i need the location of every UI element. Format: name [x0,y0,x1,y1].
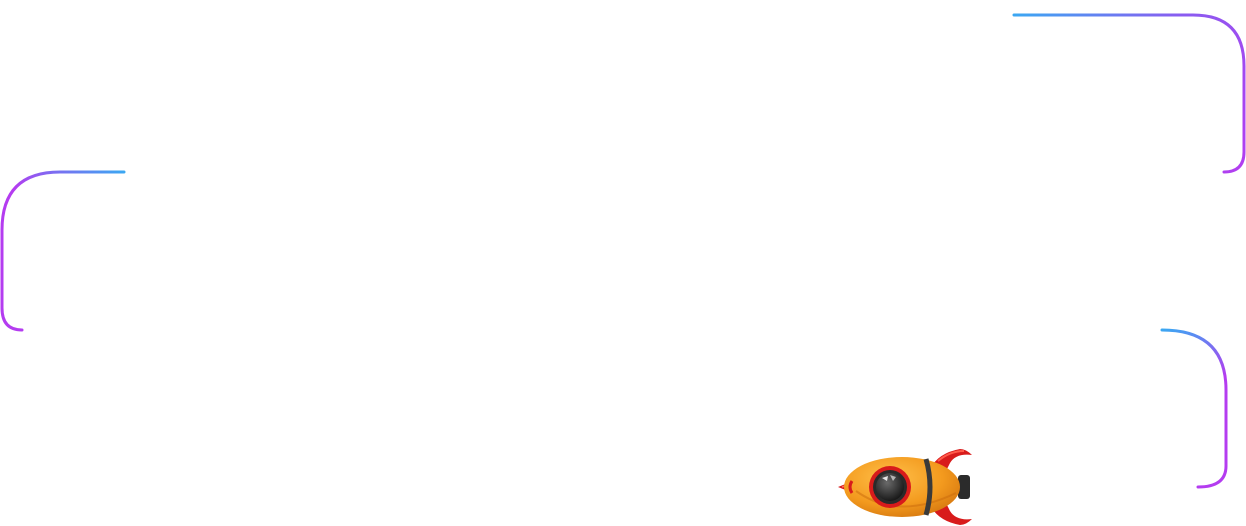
path-curve-right-bottom [1160,328,1228,489]
rocket-icon [838,449,972,525]
path-curve-left [0,170,126,332]
path-curve-right-top [1012,13,1246,174]
